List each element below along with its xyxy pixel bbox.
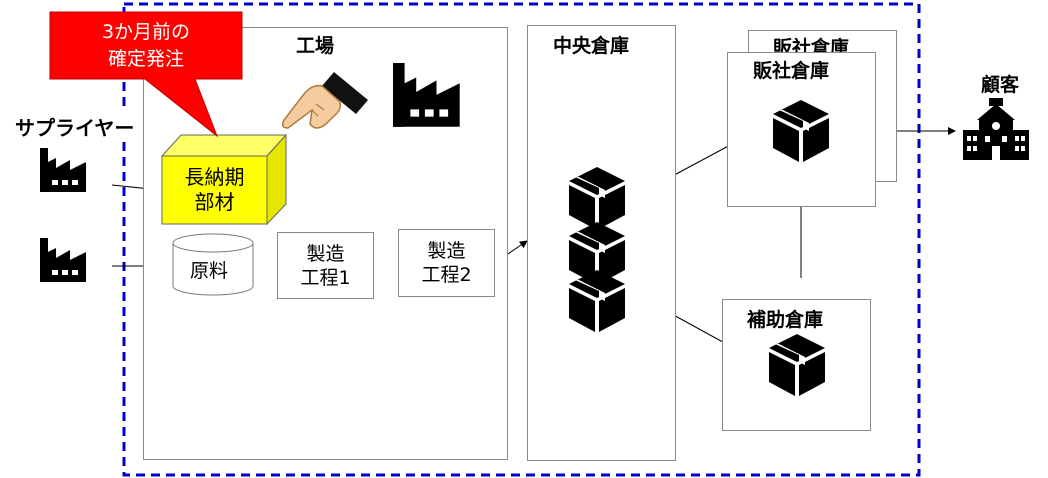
process1-line1: 製造	[306, 242, 345, 265]
raw-material-label: 原料	[190, 260, 229, 282]
customer-label: 顧客	[981, 74, 1020, 96]
callout-text: 3か月前の 確定発注	[50, 12, 242, 79]
central-warehouse-title: 中央倉庫	[553, 35, 630, 57]
process2-box: 製造 工程2	[398, 229, 495, 297]
aux-warehouse-box	[722, 299, 871, 431]
aux-warehouse-title: 補助倉庫	[747, 309, 824, 331]
process2-line2: 工程2	[421, 264, 472, 286]
company-boundary	[122, 2, 921, 477]
process2-line1: 製造	[427, 240, 466, 262]
process1-box: 製造 工程1	[277, 232, 374, 299]
long-lead-part-text: 長納期 部材	[162, 156, 267, 224]
long-lead-part-line1: 長納期	[184, 165, 245, 189]
callout-line2: 確定発注	[107, 47, 184, 70]
long-lead-part-line2: 部材	[194, 190, 235, 214]
sales-warehouse-box	[727, 52, 876, 207]
supplier-label: サプライヤー	[15, 112, 135, 141]
sales-warehouse-title: 販社倉庫	[753, 60, 830, 82]
factory-title: 工場	[296, 35, 335, 57]
process1-line2: 工程1	[300, 266, 351, 289]
callout-line1: 3か月前の	[101, 20, 191, 43]
